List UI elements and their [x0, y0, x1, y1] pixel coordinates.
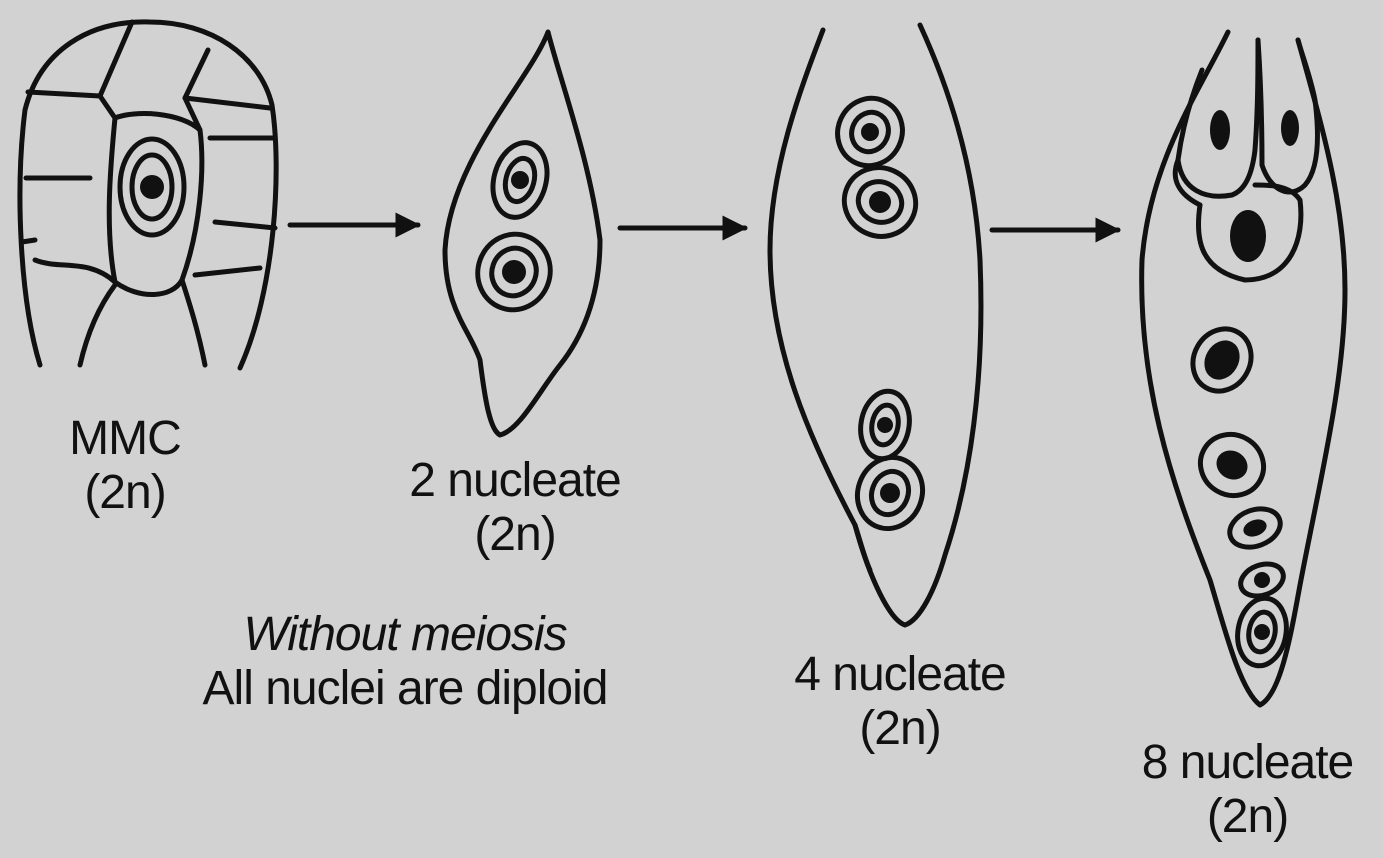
mmc-cell-tissue [20, 22, 276, 368]
two-nucleate-ploidy: (2n) [370, 508, 660, 562]
mmc-name: MMC [45, 412, 205, 466]
mmc-nucleolus [140, 175, 164, 199]
eight-nucleate-label: 8 nucleate (2n) [1115, 736, 1380, 844]
mmc-label: MMC (2n) [45, 412, 205, 520]
eight-nucleate-sac [1142, 32, 1345, 705]
two-nucleate-sac [445, 32, 600, 435]
eight-nucleate-name: 8 nucleate [1115, 736, 1380, 790]
mmc-ploidy: (2n) [45, 466, 205, 520]
meiosis-note: Without meiosis All nuclei are diploid [150, 608, 660, 716]
note-line-2: All nuclei are diploid [150, 662, 660, 716]
eight-nucleate-ploidy: (2n) [1115, 790, 1380, 844]
two-nucleate-name: 2 nucleate [370, 454, 660, 508]
note-line-1: Without meiosis [150, 608, 660, 662]
two-nucleate-label: 2 nucleate (2n) [370, 454, 660, 562]
four-nucleate-name: 4 nucleate [760, 648, 1040, 702]
four-nucleate-label: 4 nucleate (2n) [760, 648, 1040, 756]
four-nucleate-ploidy: (2n) [760, 702, 1040, 756]
four-nucleate-sac [770, 25, 981, 625]
